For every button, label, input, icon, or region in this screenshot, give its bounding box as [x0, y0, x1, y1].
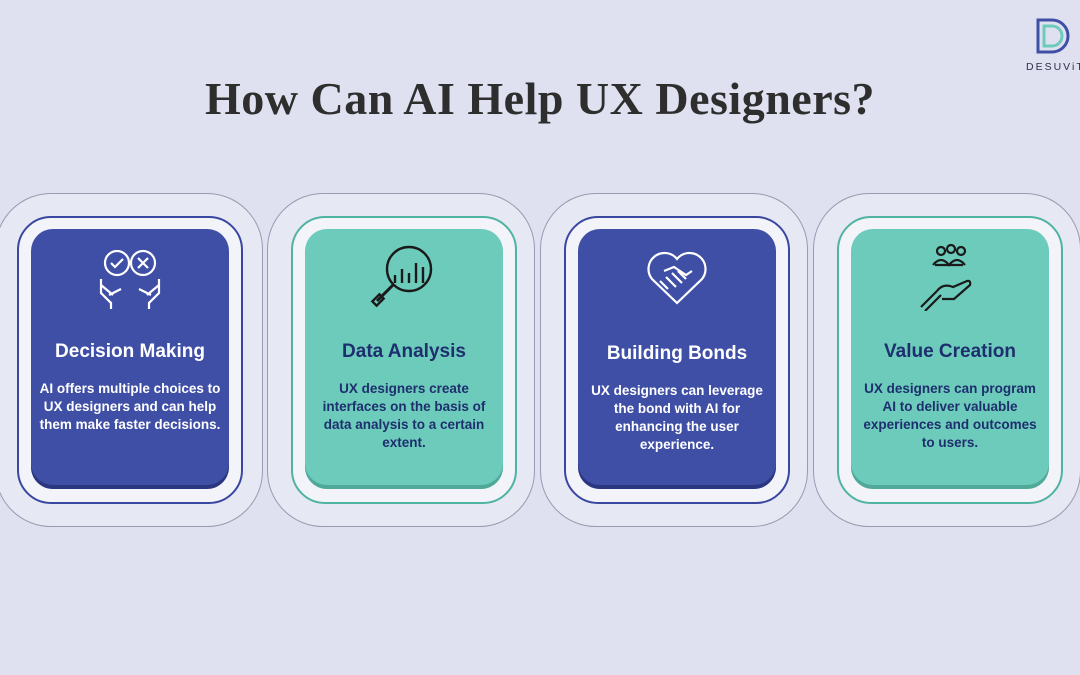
card-title: Value Creation: [884, 341, 1016, 362]
brand-logo: DESUViT: [1026, 16, 1080, 78]
card-text: AI offers multiple choices to UX designe…: [39, 381, 221, 432]
decision-icon: [99, 249, 161, 309]
page-title: How Can AI Help UX Designers?: [204, 73, 876, 124]
card-decision-making: Decision Making AI offers multiple choic…: [31, 229, 229, 489]
brand-name: DESUViT: [1026, 61, 1080, 73]
desuvit-logo-icon: [1036, 18, 1070, 54]
card-text: UX designers can program AI to deliver v…: [863, 381, 1037, 450]
card-title: Decision Making: [55, 341, 205, 362]
card-text: UX designers create interfaces on the ba…: [322, 381, 486, 450]
card-value-creation: Value Creation UX designers can program …: [851, 229, 1049, 489]
data-analysis-icon: [370, 245, 433, 308]
card-data-analysis: Data Analysis UX designers create interf…: [305, 229, 503, 489]
card-building-bonds: Building Bonds UX designers can leverage…: [578, 229, 776, 489]
card-text: UX designers can leverage the bond with …: [591, 383, 763, 452]
card-title: Data Analysis: [342, 341, 466, 362]
value-creation-icon: [920, 243, 972, 311]
handshake-heart-icon: [647, 251, 707, 305]
card-title: Building Bonds: [606, 343, 748, 364]
